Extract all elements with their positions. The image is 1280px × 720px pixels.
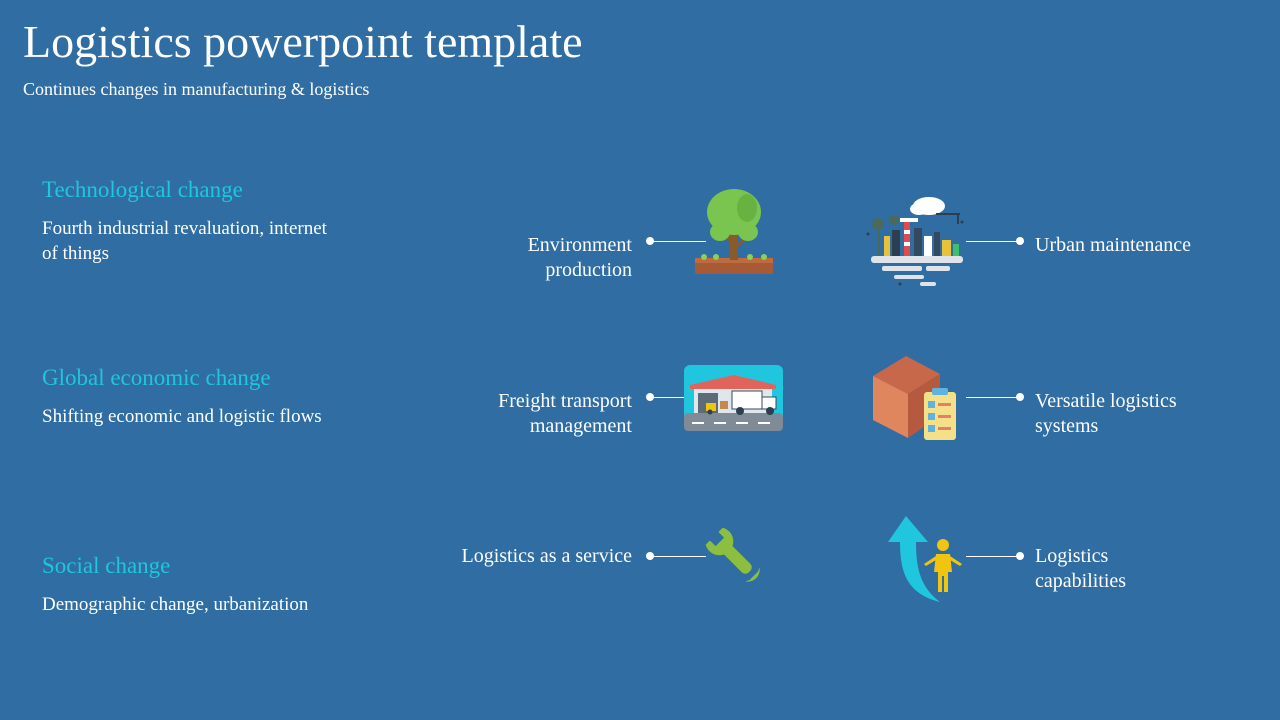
connector-line	[966, 241, 1020, 242]
slide-title: Logistics powerpoint template	[23, 16, 583, 67]
item-label: Logistics as a service	[461, 545, 633, 567]
connector-dot	[1016, 393, 1024, 401]
slide-subtitle: Continues changes in manufacturing & log…	[23, 79, 370, 99]
category-description: Demographic change, urbanization	[42, 594, 309, 615]
connector-dot	[646, 552, 654, 560]
connector-dot	[646, 393, 654, 401]
connector-line	[966, 397, 1020, 398]
category-description: Fourth industrial revaluation, internet …	[42, 218, 327, 264]
connector-dot	[1016, 237, 1024, 245]
person-arrow-icon	[888, 516, 962, 602]
item-label: Versatile logistics systems	[1035, 390, 1177, 437]
city-icon	[866, 197, 964, 286]
category-title: Social change	[42, 553, 171, 578]
warehouse-truck-icon	[684, 365, 783, 431]
item-label: Environment production	[527, 234, 632, 281]
box-checklist-icon	[873, 356, 956, 440]
wrench-icon	[705, 527, 760, 582]
connector-line	[966, 556, 1020, 557]
tree-icon	[695, 189, 773, 274]
connector-dot	[1016, 552, 1024, 560]
item-label: Logistics capabilities	[1035, 545, 1127, 592]
connector-dot	[646, 237, 654, 245]
category-description: Shifting economic and logistic flows	[42, 406, 322, 427]
category-title: Technological change	[42, 177, 243, 202]
connector-line	[652, 397, 686, 398]
category-title: Global economic change	[42, 365, 271, 390]
item-label: Freight transport management	[498, 390, 632, 437]
connector-line	[652, 241, 706, 242]
item-label: Urban maintenance	[1035, 234, 1192, 256]
connector-line	[652, 556, 706, 557]
